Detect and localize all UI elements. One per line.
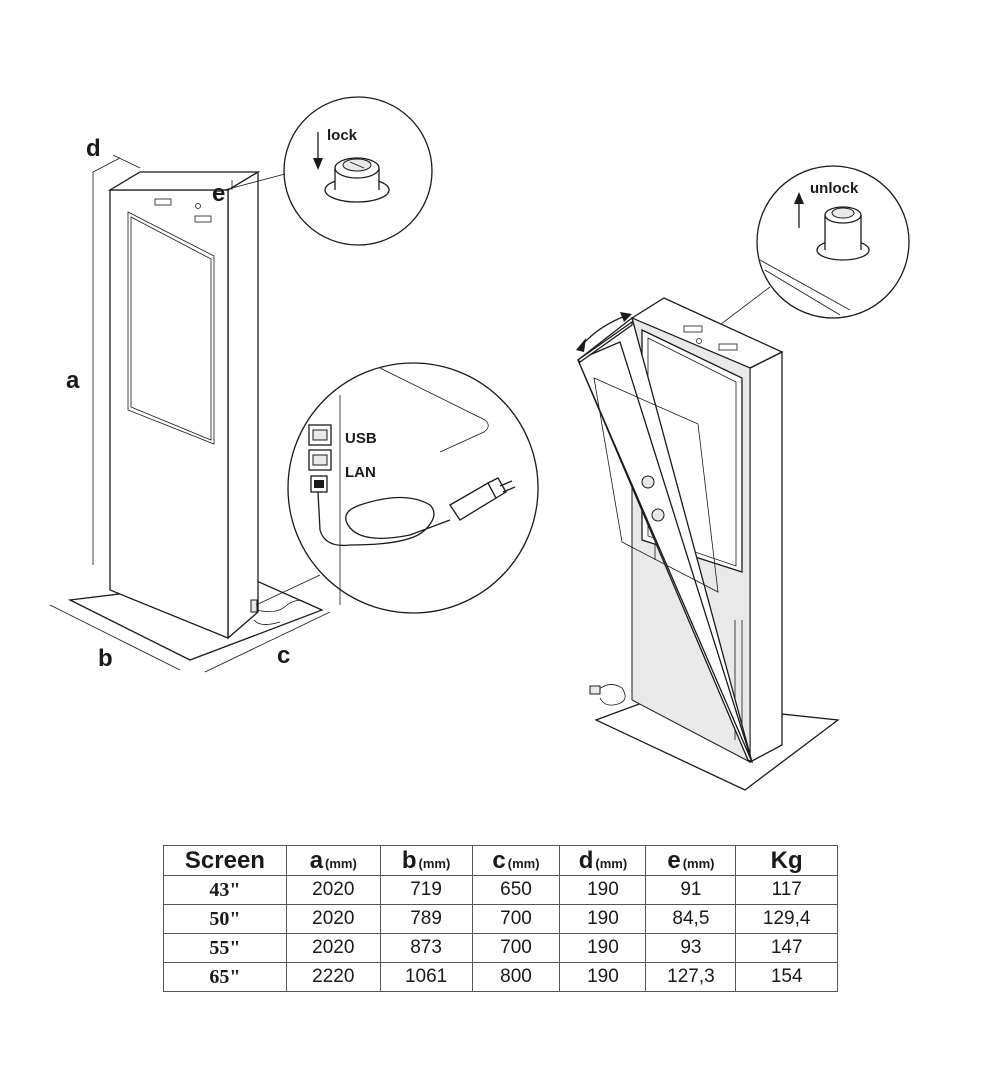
cell-kg: 129,4 [735, 904, 838, 934]
cell-e: 93 [645, 933, 737, 963]
closed-kiosk-illustration [49, 154, 331, 673]
header-d: d(mm) [559, 845, 647, 876]
cell-a: 2020 [285, 904, 381, 934]
dimension-label-e: e [212, 180, 225, 207]
open-kiosk-illustration [576, 297, 840, 791]
cell-c: 800 [471, 962, 561, 992]
cell-a: 2220 [285, 962, 381, 992]
header-c: c(mm) [471, 845, 561, 876]
connector-callout [255, 362, 539, 614]
cell-a: 2020 [285, 875, 381, 905]
cell-d: 190 [559, 962, 647, 992]
cell-c: 700 [471, 933, 561, 963]
table-row: 65" 2220 1061 800 190 127,3 154 [163, 962, 838, 992]
lock-label: lock [327, 127, 358, 144]
cell-kg: 154 [735, 962, 838, 992]
dimension-label-c: c [277, 642, 290, 669]
cell-screen: 55" [163, 933, 287, 963]
lock-callout [212, 96, 433, 246]
table-row: 43" 2020 719 650 190 91 117 [163, 875, 838, 905]
header-e: e(mm) [645, 845, 737, 876]
table-row: 50" 2020 789 700 190 84,5 129,4 [163, 904, 838, 934]
cell-b: 789 [379, 904, 473, 934]
cell-a: 2020 [285, 933, 381, 963]
cell-e: 84,5 [645, 904, 737, 934]
unlock-label: unlock [810, 180, 859, 197]
cell-b: 873 [379, 933, 473, 963]
usb-label: USB [345, 430, 377, 447]
cell-screen: 43" [163, 875, 287, 905]
cell-b: 719 [379, 875, 473, 905]
lan-label: LAN [345, 464, 376, 481]
cell-kg: 147 [735, 933, 838, 963]
dimension-label-d: d [86, 135, 101, 162]
header-kg: Kg [735, 845, 838, 876]
kiosk-technical-drawing: d e a b c lock unlock [49, 96, 910, 791]
cell-kg: 117 [735, 875, 838, 905]
cell-screen: 65" [163, 962, 287, 992]
cell-e: 91 [645, 875, 737, 905]
table-header-row: Screen a(mm) b(mm) c(mm) d(mm) e(mm) Kg [163, 845, 838, 876]
specifications-table: Screen a(mm) b(mm) c(mm) d(mm) e(mm) Kg … [163, 845, 838, 992]
cell-d: 190 [559, 933, 647, 963]
cell-d: 190 [559, 904, 647, 934]
cell-b: 1061 [379, 962, 473, 992]
table-row: 55" 2020 873 700 190 93 147 [163, 933, 838, 963]
cell-screen: 50" [163, 904, 287, 934]
cell-e: 127,3 [645, 962, 737, 992]
dimension-label-a: a [66, 367, 80, 394]
header-screen: Screen [163, 845, 287, 876]
header-b: b(mm) [379, 845, 473, 876]
dimension-label-b: b [98, 645, 113, 672]
cell-c: 650 [471, 875, 561, 905]
header-a: a(mm) [285, 845, 381, 876]
unlock-callout [699, 165, 910, 341]
cell-d: 190 [559, 875, 647, 905]
cell-c: 700 [471, 904, 561, 934]
